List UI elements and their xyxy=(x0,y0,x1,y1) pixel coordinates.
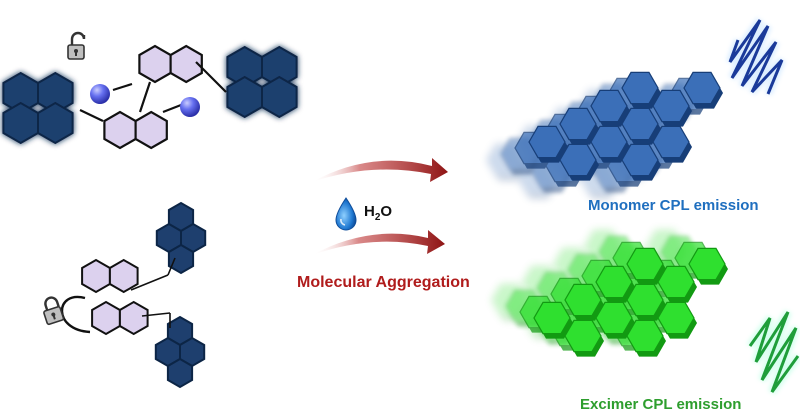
green-scribble-icon xyxy=(746,309,800,395)
hexagon-ring xyxy=(683,71,721,105)
bottom-binaphthyl-core xyxy=(81,258,149,336)
hexagon-ring xyxy=(134,110,168,150)
hexagon-ring xyxy=(138,44,172,84)
unlocked-padlock-icon xyxy=(67,31,86,60)
biaryl-bond xyxy=(138,81,152,113)
hexagon-ring xyxy=(621,107,659,141)
top-right-pyrene xyxy=(226,45,298,119)
hexagon-ring xyxy=(621,143,659,177)
reaction-arrows xyxy=(312,158,448,255)
hexagon-ring xyxy=(166,357,194,389)
molecular-aggregation-label: Molecular Aggregation xyxy=(297,274,470,291)
hexagon-ring xyxy=(590,125,628,159)
water-h: H xyxy=(364,203,375,220)
hexagon-ring xyxy=(590,89,628,123)
bottom-lower-pyrene xyxy=(154,315,206,389)
top-binaphthyl-pyrene-molecule xyxy=(2,31,298,150)
hexagon-ring xyxy=(81,258,111,294)
stack-layer xyxy=(533,247,728,357)
hexagon-ring xyxy=(169,44,203,84)
hexagon-ring xyxy=(559,107,597,141)
hexagon-ring xyxy=(118,300,149,336)
hexagon-ring xyxy=(626,247,664,281)
bottom-binaphthyl-pyrene-molecule xyxy=(43,201,207,389)
monomer-cpl-emission-label: Monomer CPL emission xyxy=(588,197,759,214)
water-label: H2O xyxy=(364,203,392,223)
blue-scribble-icon xyxy=(726,17,786,96)
hexagon-ring xyxy=(595,265,633,299)
water-drop-icon xyxy=(335,197,357,231)
hexagon-ring xyxy=(226,75,263,119)
stack-layer xyxy=(528,71,723,181)
blue-sphere xyxy=(180,97,200,117)
top-left-pyrene xyxy=(2,71,74,145)
hexagon-ring xyxy=(626,283,664,317)
locked-padlock-icon xyxy=(43,296,65,326)
monomer-aggregate-stack xyxy=(486,71,723,199)
hexagon-ring xyxy=(621,71,659,105)
hexagon-ring xyxy=(652,125,690,159)
hexagon-ring xyxy=(652,89,690,123)
hexagon-ring xyxy=(108,258,139,294)
hexagon-ring xyxy=(688,247,726,281)
excimer-aggregate-stack xyxy=(491,229,728,357)
lower-arrow xyxy=(312,230,445,255)
hexagon-ring xyxy=(261,75,298,119)
hexagon-ring xyxy=(564,283,602,317)
bottom-upper-pyrene xyxy=(155,201,207,275)
hexagon-ring xyxy=(91,300,121,336)
hexagon-ring xyxy=(657,265,695,299)
hexagon-ring xyxy=(626,319,664,353)
upper-arrow xyxy=(312,158,448,182)
water-subscript: 2 xyxy=(374,212,381,223)
water-o: O xyxy=(380,203,393,220)
top-linker-bonds xyxy=(79,61,227,122)
excimer-cpl-emission-label: Excimer CPL emission xyxy=(580,396,742,413)
hexagon-ring xyxy=(564,319,602,353)
hexagon-ring xyxy=(657,301,695,335)
bottom-linker-bonds xyxy=(130,257,176,328)
hexagon-ring xyxy=(559,143,597,177)
loop-strap xyxy=(60,295,91,334)
hexagon-ring xyxy=(103,110,137,150)
hexagon-ring xyxy=(528,125,566,159)
hexagon-ring xyxy=(37,101,74,145)
hexagon-ring xyxy=(2,101,39,145)
hexagon-ring xyxy=(167,243,195,275)
blue-sphere xyxy=(90,84,110,104)
hexagon-ring xyxy=(533,301,571,335)
top-binaphthyl-core xyxy=(103,44,203,150)
hexagon-ring xyxy=(595,301,633,335)
